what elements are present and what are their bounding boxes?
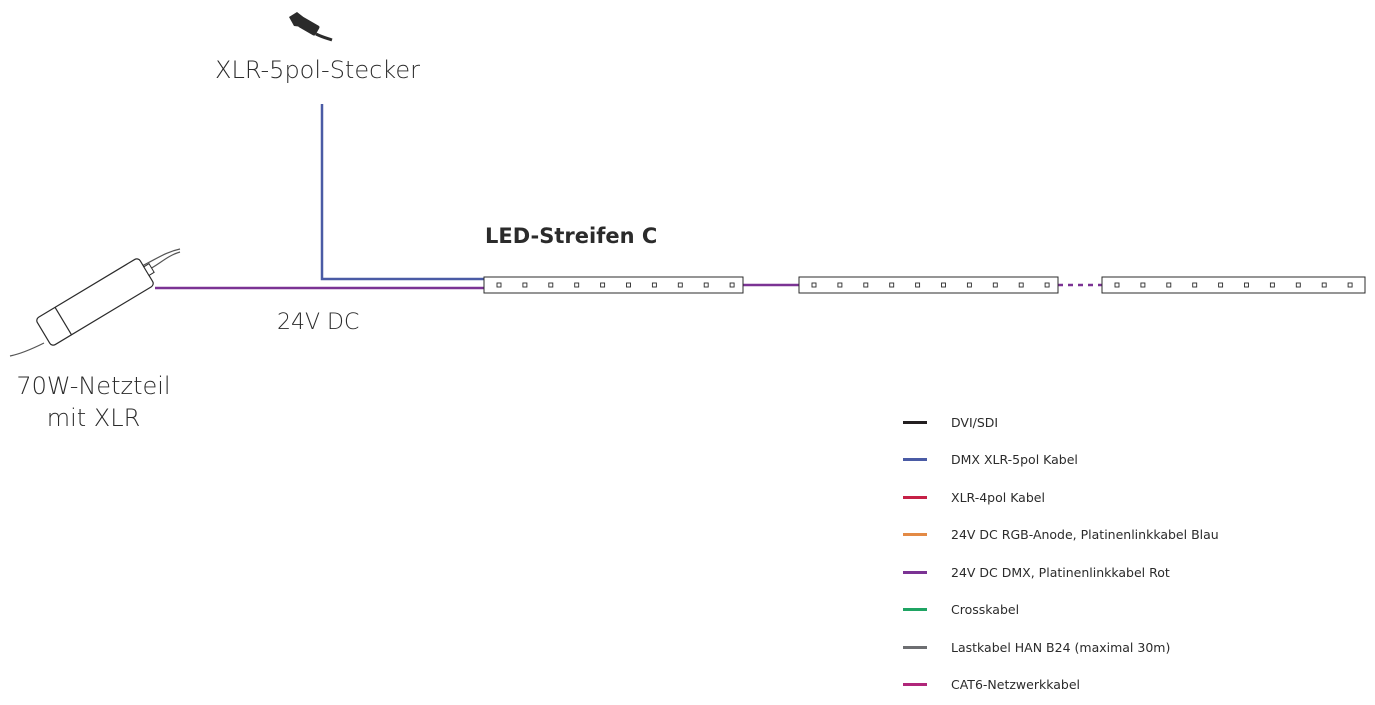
power-supply-label: 70W-Netzteil — [16, 372, 171, 400]
led-dot — [729, 282, 735, 288]
led-dot — [703, 282, 709, 288]
led-strip — [1101, 276, 1366, 294]
legend-item: Crosskabel — [903, 599, 1019, 619]
led-dot — [1192, 282, 1198, 288]
legend-label: Crosskabel — [951, 601, 1020, 617]
led-dot — [1044, 282, 1050, 288]
led-strip — [798, 276, 1059, 294]
led-dot — [548, 282, 554, 288]
legend-swatch — [903, 495, 927, 499]
dmx-cable — [320, 104, 484, 281]
legend-swatch — [903, 457, 927, 461]
legend-swatch — [903, 645, 927, 649]
legend-item: Lastkabel HAN B24 (maximal 30m) — [903, 637, 1170, 657]
legend-label: 24V DC RGB-Anode, Platinenlinkkabel Blau — [951, 526, 1219, 542]
legend-swatch — [903, 532, 927, 536]
power-supply-sublabel: mit XLR — [46, 404, 141, 432]
led-dot — [1114, 282, 1120, 288]
legend-item: DMX XLR-5pol Kabel — [903, 449, 1078, 469]
legend-swatch — [903, 682, 927, 686]
legend-item: XLR-4pol Kabel — [903, 487, 1045, 507]
led-dot — [677, 282, 683, 288]
led-dot — [600, 282, 606, 288]
legend-label: Lastkabel HAN B24 (maximal 30m) — [951, 639, 1171, 655]
legend-label: XLR-4pol Kabel — [951, 489, 1045, 505]
led-dot — [1218, 282, 1224, 288]
led-dot — [837, 282, 843, 288]
led-strip — [483, 276, 744, 294]
led-dot — [1140, 282, 1146, 288]
led-dot — [1269, 282, 1275, 288]
legend-swatch — [903, 570, 927, 574]
led-dot — [1295, 282, 1301, 288]
legend-item: DVI/SDI — [903, 412, 998, 432]
legend-swatch — [903, 607, 927, 611]
legend-label: DVI/SDI — [951, 414, 999, 430]
led-dot — [522, 282, 528, 288]
led-dot — [992, 282, 998, 288]
led-dot — [811, 282, 817, 288]
led-dot — [889, 282, 895, 288]
led-strip-label: LED-Streifen C — [485, 224, 658, 248]
led-dot — [941, 282, 946, 288]
connector-label: XLR-5pol-Stecker — [215, 56, 420, 84]
led-dot — [1347, 282, 1353, 288]
power-supply-icon — [9, 248, 181, 357]
legend-item: 24V DC DMX, Platinenlinkkabel Rot — [903, 562, 1170, 582]
led-dot — [1321, 282, 1327, 288]
led-dot — [626, 282, 631, 288]
led-dot — [915, 282, 921, 288]
led-dot — [1244, 282, 1249, 288]
led-dot — [651, 282, 657, 288]
legend-swatch — [903, 420, 927, 424]
led-dot — [863, 282, 869, 288]
led-dot — [966, 282, 972, 288]
led-dots — [496, 282, 1353, 288]
legend-item: 24V DC RGB-Anode, Platinenlinkkabel Blau — [903, 524, 1219, 544]
led-dot — [574, 282, 580, 288]
legend-label: 24V DC DMX, Platinenlinkkabel Rot — [951, 564, 1170, 580]
legend-label: DMX XLR-5pol Kabel — [951, 451, 1078, 467]
legend-label: CAT6-Netzwerkkabel — [951, 676, 1080, 692]
voltage-label: 24V DC — [277, 310, 360, 335]
led-dot — [1018, 282, 1024, 288]
led-dot — [1166, 282, 1172, 288]
led-dot — [496, 282, 502, 288]
xlr-connector-icon — [289, 12, 333, 42]
legend-item: CAT6-Netzwerkkabel — [903, 674, 1080, 694]
